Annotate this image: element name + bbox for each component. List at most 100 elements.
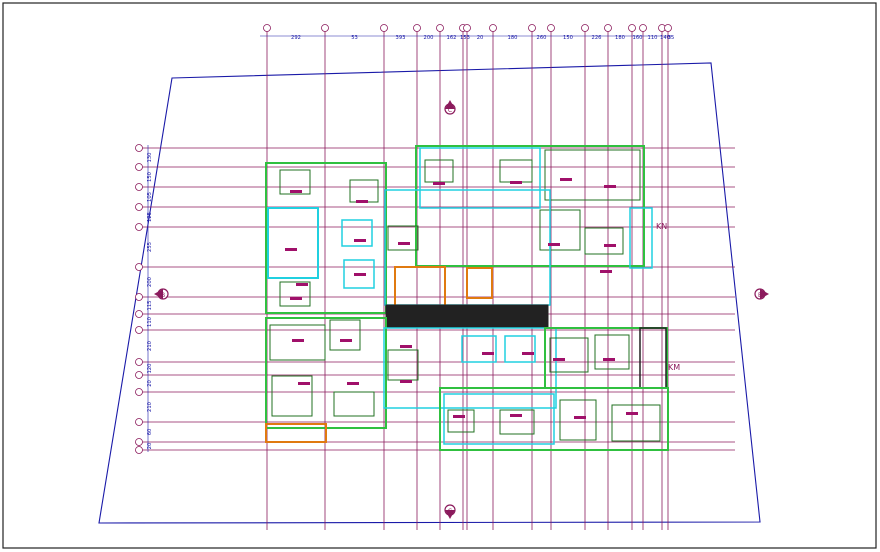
top-dimension-label: 160 xyxy=(633,35,643,41)
wall-top-middle-cyan xyxy=(419,147,541,209)
grid-bubble xyxy=(547,24,555,32)
room-label-marker xyxy=(574,416,586,419)
room-label-marker xyxy=(296,283,308,286)
grid-bubble xyxy=(135,183,143,191)
grid-bubble xyxy=(135,293,143,301)
section-mark-left-label: B xyxy=(161,292,165,299)
left-dimension-label: 115 xyxy=(147,301,153,311)
bath-lower-1 xyxy=(461,335,497,363)
left-dimension-label: 110 xyxy=(147,317,153,327)
top-dimension-label: 20 xyxy=(477,35,484,41)
room-label-marker xyxy=(356,200,368,203)
balcony-lower-left xyxy=(265,423,327,443)
wall-upper-left-cyan xyxy=(267,207,319,279)
grid-bubble xyxy=(135,418,143,426)
room-label-marker xyxy=(482,352,494,355)
bath-lower-2 xyxy=(504,335,536,363)
room-label-markers xyxy=(285,178,638,419)
lift-core xyxy=(466,267,493,299)
top-dimension-label: 260 xyxy=(537,35,547,41)
room-label-marker xyxy=(285,248,297,251)
room-label-marker xyxy=(290,190,302,193)
grid-bubble xyxy=(321,24,329,32)
living-lower-left xyxy=(269,324,326,361)
room-label-marker xyxy=(600,270,612,273)
section-mark-left: B xyxy=(154,288,169,300)
room-label-marker xyxy=(522,352,534,355)
wall-lower-middle xyxy=(383,327,557,409)
room-label-marker xyxy=(354,239,366,242)
bath-2 xyxy=(343,259,375,289)
left-dimension-label: 130 xyxy=(147,153,153,163)
sofa-lower-left xyxy=(271,375,313,417)
wall-bottom-right xyxy=(439,387,669,451)
room-label-marker xyxy=(604,244,616,247)
grid-bubble xyxy=(135,263,143,271)
top-dimension-label: 180 xyxy=(508,35,518,41)
grid-bubble xyxy=(135,163,143,171)
grid-bubble xyxy=(604,24,612,32)
top-dimension-label: 150 xyxy=(563,35,573,41)
grid-bubble xyxy=(135,310,143,318)
left-dimension-label: 200 xyxy=(147,277,153,287)
bath-1 xyxy=(341,219,373,247)
section-mark-right-label: B xyxy=(758,292,762,299)
section-mark-top-label: C xyxy=(448,107,452,114)
top-dimension-label: 110 xyxy=(648,35,658,41)
side-label-upper: KN xyxy=(656,222,667,231)
living-top xyxy=(544,149,641,201)
room-label-marker xyxy=(290,297,302,300)
room-label-marker xyxy=(400,380,412,383)
grid-bubble xyxy=(413,24,421,32)
vertical-grid-lines xyxy=(266,30,669,530)
room-label-marker xyxy=(626,412,638,415)
grid-bubble xyxy=(581,24,589,32)
top-dimension-label: 153 xyxy=(460,35,470,41)
room-label-marker xyxy=(398,242,410,245)
top-dimension-label: 180 xyxy=(615,35,625,41)
top-grid-bubbles xyxy=(263,24,672,32)
room-label-marker xyxy=(453,415,465,418)
bedroom-1 xyxy=(279,169,311,195)
top-dimension-label: 226 xyxy=(592,35,602,41)
grid-bubble xyxy=(380,24,388,32)
site-boundary xyxy=(98,62,761,524)
section-mark-top: C xyxy=(444,100,456,115)
room-label-marker xyxy=(433,182,445,185)
grid-bubble xyxy=(135,446,143,454)
room-label-marker xyxy=(604,185,616,188)
grid-bubble xyxy=(664,24,672,32)
kitchen-top xyxy=(387,225,419,251)
grid-bubble xyxy=(135,144,143,152)
dining-lower-right xyxy=(549,337,589,373)
bedroom-6 xyxy=(447,409,475,433)
room-label-marker xyxy=(354,273,366,276)
room-label-marker xyxy=(347,382,359,385)
top-dimension-label: 200 xyxy=(424,35,434,41)
left-dimension-label: 255 xyxy=(147,242,153,252)
bedroom-3 xyxy=(279,281,311,307)
kitchen-lower xyxy=(387,349,419,381)
left-dimension-label: 150 xyxy=(147,172,153,182)
left-dimension-label: 120 xyxy=(147,364,153,374)
wall-bottom-right-cyan xyxy=(443,393,555,445)
bedroom-2 xyxy=(349,179,379,203)
grid-bubble xyxy=(135,326,143,334)
sofa-lower-right xyxy=(594,334,630,370)
top-dimension-label: 393 xyxy=(396,35,406,41)
left-dimension-label: 125 xyxy=(147,212,153,222)
grid-bubble xyxy=(528,24,536,32)
section-mark-bottom-label: C xyxy=(448,508,452,515)
building-plan xyxy=(265,145,669,451)
balcony-top xyxy=(629,207,653,269)
room-label-marker xyxy=(560,178,572,181)
section-mark-right: B xyxy=(754,288,769,300)
wall-top-middle xyxy=(415,145,645,267)
grid-bubble xyxy=(628,24,636,32)
room-label-marker xyxy=(510,181,522,184)
wall-lower-left xyxy=(265,317,387,429)
grid-bubble xyxy=(135,358,143,366)
